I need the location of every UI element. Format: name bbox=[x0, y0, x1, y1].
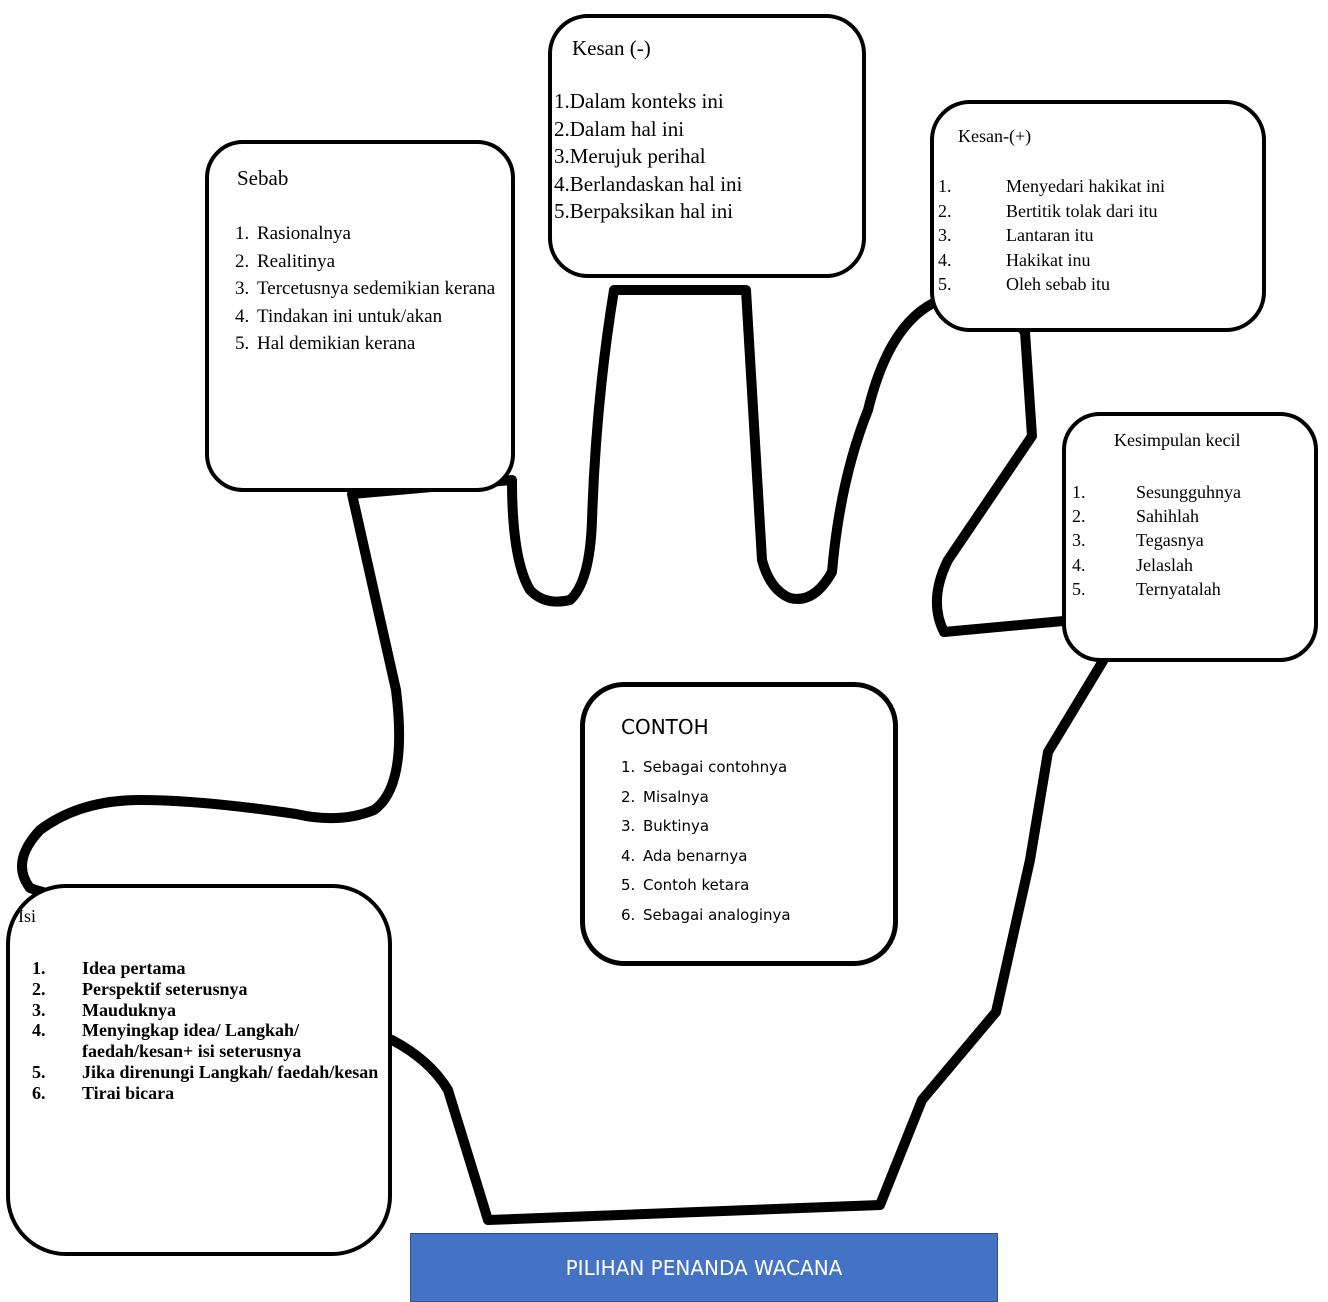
hand-palm-path bbox=[387, 1035, 493, 1225]
list-item: 2.Bertitik tolak dari itu bbox=[938, 200, 1158, 221]
list-item: 1.Sesungguhnya bbox=[1072, 482, 1241, 502]
isi-title: Isi bbox=[18, 906, 36, 926]
list-item: 5.Hal demikian kerana bbox=[235, 333, 416, 354]
isi-box: Isi 1.Idea pertama 2.Perspektif seterusn… bbox=[6, 884, 392, 1256]
kesan-positif-list: 1.Menyedari hakikat ini 2.Bertitik tolak… bbox=[938, 174, 1165, 297]
list-item: 5.Contoh ketara bbox=[621, 876, 750, 895]
list-item: 3.Tegasnya bbox=[1072, 530, 1204, 551]
list-item: 5.Ternyatalah bbox=[1072, 578, 1221, 599]
list-item: 4.Menyingkap idea/ Langkah/ faedah/kesan… bbox=[32, 1020, 302, 1062]
list-item: 2.Perspektif seterusnya bbox=[32, 978, 248, 999]
kesan-negatif-title: Kesan (-) bbox=[572, 36, 651, 60]
list-item: 5.Oleh sebab itu bbox=[938, 274, 1110, 294]
list-item: 2.Sahihlah bbox=[1072, 506, 1199, 527]
list-item: 6.Tirai bicara bbox=[32, 1082, 175, 1103]
kesan-negatif-list: 1.Dalam konteks ini 2.Dalam hal ini 3.Me… bbox=[554, 88, 742, 226]
kesimpulan-box: Kesimpulan kecil 1.Sesungguhnya 2.Sahihl… bbox=[1062, 412, 1318, 662]
list-item: 1.Rasionalnya bbox=[235, 223, 351, 244]
kesimpulan-list: 1.Sesungguhnya 2.Sahihlah 3.Tegasnya 4.J… bbox=[1072, 480, 1241, 601]
list-item: 6.Sebagai analoginya bbox=[621, 905, 791, 924]
list-item: 4.Berlandaskan hal ini bbox=[554, 171, 743, 196]
kesan-positif-title: Kesan-(+) bbox=[958, 126, 1032, 146]
list-item: 2.Realitinya bbox=[235, 250, 336, 272]
list-item: 1.Idea pertama bbox=[32, 958, 186, 978]
list-item: 3.Lantaran itu bbox=[938, 225, 1094, 245]
footer-label: PILIHAN PENANDA WACANA bbox=[410, 1233, 998, 1302]
list-item: 5.Berpaksikan hal ini bbox=[554, 199, 734, 223]
contoh-box: CONTOH 1.Sebagai contohnya 2.Misalnya 3.… bbox=[580, 682, 898, 966]
sebab-box: Sebab 1.Rasionalnya 2.Realitinya 3.Terce… bbox=[205, 140, 515, 492]
contoh-title: CONTOH bbox=[621, 715, 709, 739]
list-item: 4.Ada benarnya bbox=[621, 846, 748, 865]
list-item: 1.Menyedari hakikat ini bbox=[938, 176, 1165, 196]
list-item: 5.Jika direnungi Langkah/ faedah/kesan bbox=[32, 1061, 379, 1082]
hand-outline-path bbox=[17, 285, 1117, 1225]
sebab-title: Sebab bbox=[237, 166, 289, 190]
sebab-list: 1.Rasionalnya 2.Realitinya 3.Tercetusnya… bbox=[235, 220, 497, 358]
list-item: 3.Tercetusnya sedemikian kerana bbox=[235, 278, 496, 299]
list-item: 4.Tindakan ini untuk/akan bbox=[235, 305, 443, 327]
list-item: 1.Dalam konteks ini bbox=[554, 89, 724, 113]
kesimpulan-title: Kesimpulan kecil bbox=[1114, 430, 1241, 450]
kesan-positif-box: Kesan-(+) 1.Menyedari hakikat ini 2.Bert… bbox=[930, 100, 1266, 332]
list-item: 4.Hakikat inu bbox=[938, 249, 1091, 270]
isi-list: 1.Idea pertama 2.Perspektif seterusnya 3… bbox=[32, 958, 382, 1104]
contoh-list: 1.Sebagai contohnya 2.Misalnya 3.Buktiny… bbox=[621, 753, 791, 931]
kesan-negatif-box: Kesan (-) 1.Dalam konteks ini 2.Dalam ha… bbox=[548, 14, 866, 278]
list-item: 3.Buktinya bbox=[621, 817, 710, 836]
list-item: 2.Misalnya bbox=[621, 787, 709, 806]
list-item: 1.Sebagai contohnya bbox=[621, 758, 788, 776]
list-item: 4.Jelaslah bbox=[1072, 554, 1193, 575]
list-item: 3.Mauduknya bbox=[32, 999, 177, 1020]
list-item: 2.Dalam hal ini bbox=[554, 116, 685, 141]
list-item: 3.Merujuk perihal bbox=[554, 144, 706, 168]
